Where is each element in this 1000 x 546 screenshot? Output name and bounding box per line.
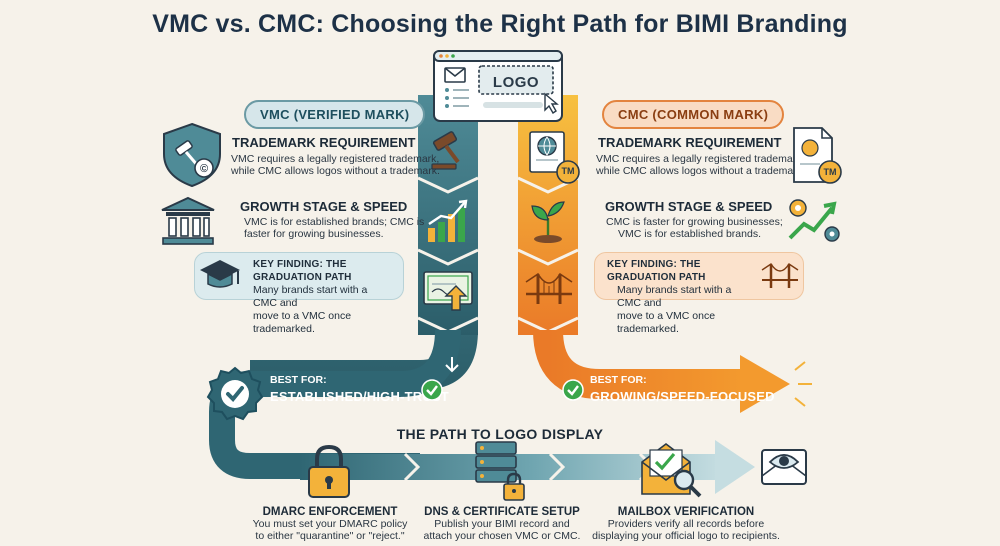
cmc-growth-line2: VMC is for established brands. (618, 228, 761, 240)
step-dmarc-heading: DMARC ENFORCEMENT (262, 506, 398, 518)
bar-chart-icon (428, 199, 468, 242)
step-mailbox-line1: Providers verify all records before (607, 518, 765, 530)
document-tm-icon (793, 127, 842, 184)
browser-window-icon (433, 50, 563, 122)
svg-text:©: © (200, 163, 208, 175)
vmc-growth-line2: faster for growing businesses. (244, 228, 384, 240)
path-title: THE PATH TO LOGO DISPLAY (396, 426, 604, 442)
cmc-label-pill: CMC (COMMON MARK) (602, 100, 785, 129)
step-dns: DNS & CERTIFICATE SETUP Publish your BIM… (402, 506, 602, 542)
cmc-growth-line1: CMC is faster for growing businesses; (606, 216, 783, 228)
logo-placeholder-text: LOGO (492, 74, 540, 91)
bank-icon (161, 196, 215, 245)
page-title: VMC vs. CMC: Choosing the Right Path for… (152, 10, 848, 38)
vmc-key-finding: KEY FINDING: THE GRADUATION PATH Many br… (194, 252, 404, 335)
cmc-key-finding-heading: KEY FINDING: THE GRADUATION PATH (607, 259, 706, 283)
shield-gavel-icon: © (163, 122, 221, 188)
step-mailbox-heading: MAILBOX VERIFICATION (617, 506, 755, 518)
cmc-key-finding: KEY FINDING: THE GRADUATION PATH Many br… (594, 252, 804, 335)
gavel-icon (431, 131, 460, 170)
cmc-check-icon (562, 379, 584, 401)
server-lock-icon (475, 441, 525, 501)
cmc-growth-heading: GROWTH STAGE & SPEED (605, 199, 773, 214)
vmc-trademark-line1: VMC requires a legally registered tradem… (231, 153, 440, 165)
cmc-trademark-heading: TRADEMARK REQUIREMENT (598, 135, 782, 150)
vmc-trademark-line2: while CMC allows logos without a tradema… (231, 165, 440, 177)
vmc-label-pill: VMC (VERIFIED MARK) (244, 100, 426, 129)
sprout-icon (531, 201, 565, 243)
step-dmarc: DMARC ENFORCEMENT You must set your DMAR… (230, 506, 430, 542)
vmc-growth-heading: GROWTH STAGE & SPEED (240, 199, 408, 214)
badge-check-icon (206, 366, 264, 421)
vmc-best-for-label: BEST FOR: (270, 374, 327, 386)
cmc-key-finding-line1: Many brands start with a CMC and (617, 284, 732, 309)
bridge-small-icon (761, 263, 799, 288)
globe-certificate-icon (529, 131, 580, 184)
step-dmarc-line2: to either "quarantine" or "reject." (255, 530, 405, 542)
step-dns-heading: DNS & CERTIFICATE SETUP (424, 506, 580, 518)
step-dns-line2: attach your chosen VMC or CMC. (423, 530, 581, 542)
step-mailbox-line2: displaying your official logo to recipie… (592, 530, 780, 542)
vmc-key-finding-line1: Many brands start with a CMC and (253, 284, 368, 309)
padlock-icon (308, 444, 350, 498)
vmc-key-finding-line2: move to a VMC once trademarked. (253, 310, 352, 335)
eye-envelope-icon (761, 449, 807, 485)
cmc-best-for-label: BEST FOR: (590, 374, 647, 386)
cmc-trademark-line1: VMC requires a legally registered tradem… (596, 153, 805, 165)
envelope-magnifier-icon (641, 443, 702, 498)
vmc-check-icon (421, 379, 443, 401)
vmc-key-finding-heading: KEY FINDING: THE GRADUATION PATH (253, 259, 352, 283)
vmc-growth-line1: VMC is for established brands; CMC is (244, 216, 425, 228)
bridge-icon (525, 272, 573, 304)
cmc-best-for-value: GROWING/SPEED-FOCUSED (590, 389, 775, 404)
cmc-trademark-line2: while CMC allows logos without a tradema… (596, 165, 805, 177)
step-mailbox: MAILBOX VERIFICATION Providers verify al… (576, 506, 796, 542)
graduation-cap-icon (200, 260, 240, 288)
cursor-icon (544, 92, 559, 114)
step-dns-line1: Publish your BIMI record and (434, 518, 570, 530)
cmc-key-finding-line2: move to a VMC once trademarked. (617, 310, 716, 335)
down-arrow-icon (445, 357, 459, 373)
certificate-icon (423, 271, 473, 311)
cmc-doc-tm-text: TM (823, 167, 837, 177)
cmc-tm-badge-text: TM (561, 166, 575, 176)
vmc-trademark-heading: TRADEMARK REQUIREMENT (232, 135, 416, 150)
step-dmarc-line1: You must set your DMARC policy (252, 518, 408, 530)
vmc-best-for-value: ESTABLISHED/HIGH-TRUST (270, 389, 449, 404)
gear-chart-icon (788, 199, 840, 242)
mail-icon (444, 67, 466, 83)
